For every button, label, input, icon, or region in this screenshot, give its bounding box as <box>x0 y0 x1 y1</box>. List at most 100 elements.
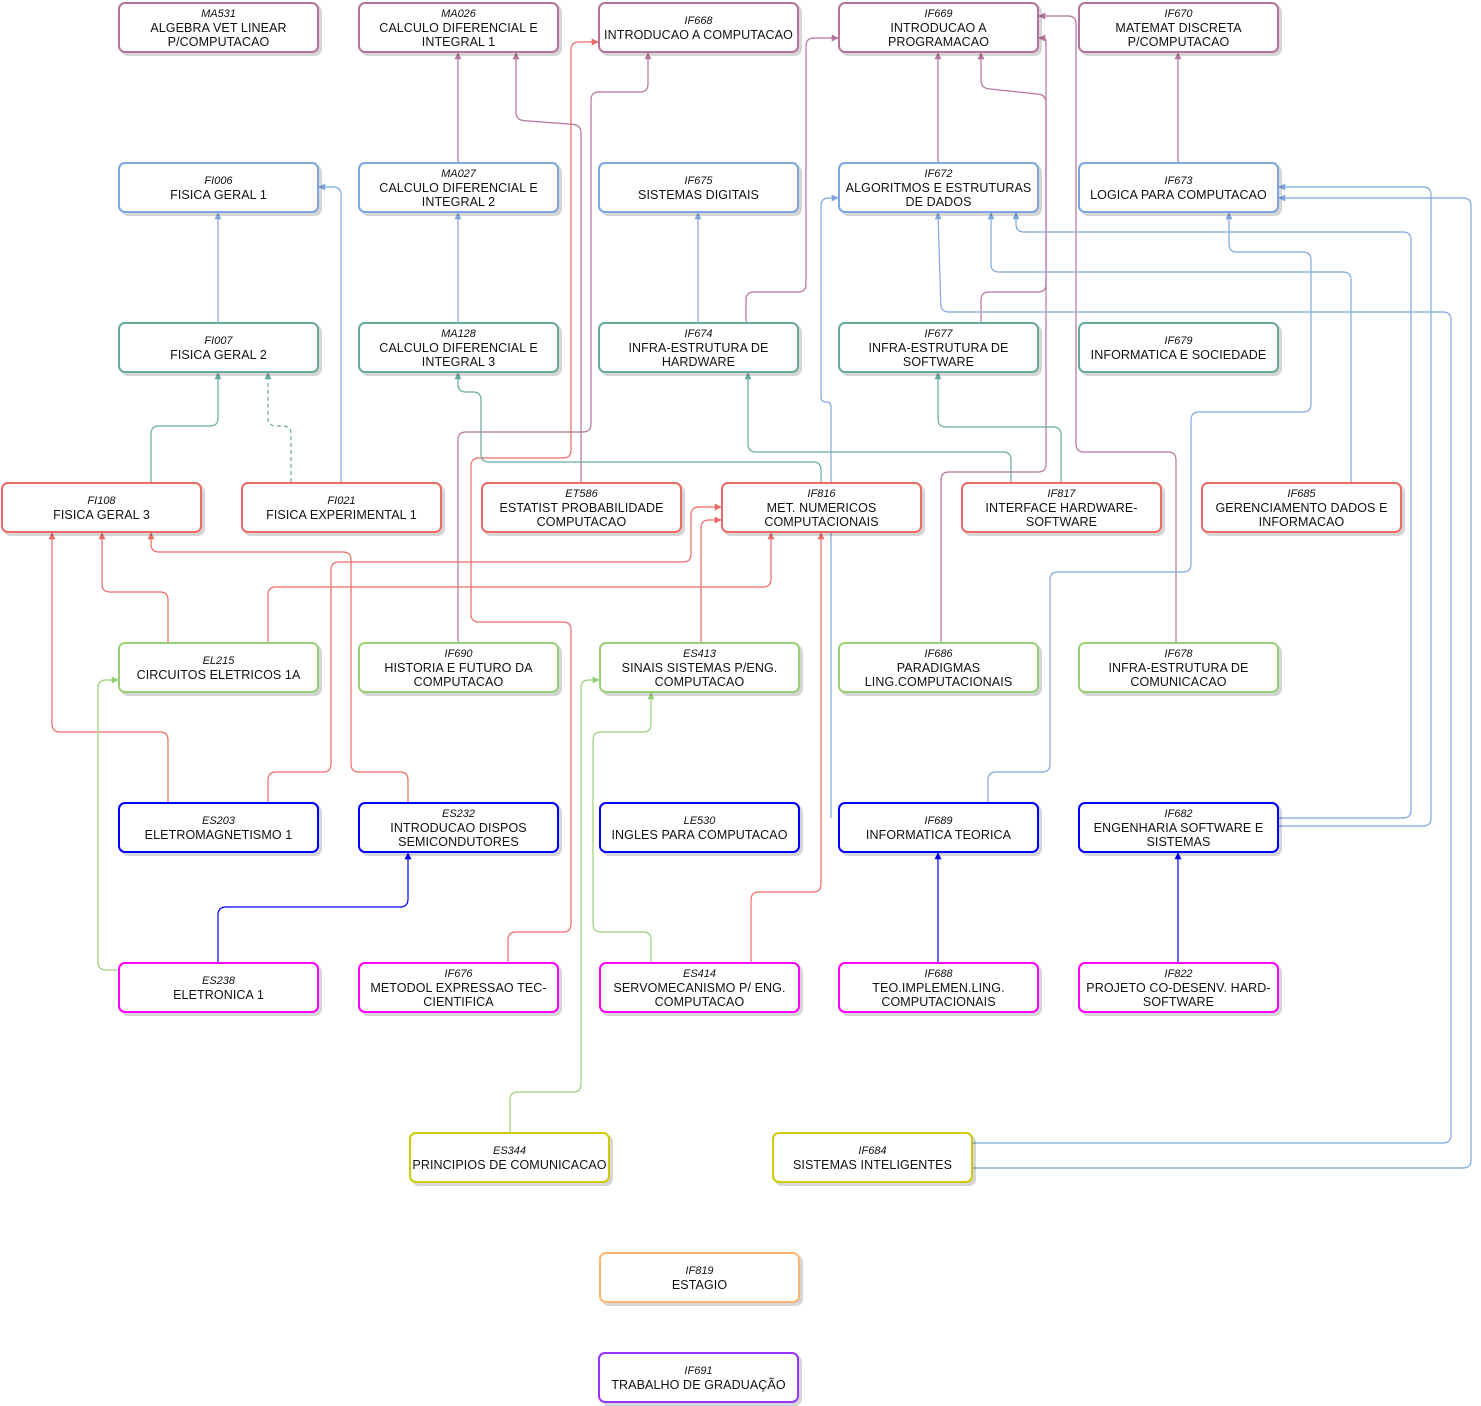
course-name: INGLES PARA COMPUTACAO <box>611 827 788 842</box>
prereq-edge-if674-to-if669 <box>745 34 839 322</box>
course-name: SERVOMECANISMO P/ ENG. COMPUTACAO <box>613 980 786 1009</box>
course-code: IF684 <box>858 1144 887 1157</box>
course-code: IF669 <box>924 7 953 20</box>
prereq-edge-el215-to-fi108 <box>98 532 169 642</box>
course-name: CALCULO DIFERENCIAL E INTEGRAL 2 <box>379 180 538 209</box>
prereq-edge-if676-to-if668 <box>470 38 599 962</box>
prereq-edge-if689-to-if672 <box>820 194 839 818</box>
course-code: IF686 <box>924 647 953 660</box>
course-name: SISTEMAS INTELIGENTES <box>792 1157 953 1172</box>
course-code: IF822 <box>1164 967 1193 980</box>
course-name: PROJETO CO-DESENV. HARD-SOFTWARE <box>1086 980 1271 1009</box>
course-code: IF817 <box>1047 487 1076 500</box>
course-name: GERENCIAMENTO DADOS E INFORMACAO <box>1215 500 1388 529</box>
prereq-edge-if684-to-if672 <box>972 194 1472 1169</box>
course-name: METODOL EXPRESSAO TEC-CIENTIFICA <box>370 980 547 1009</box>
course-name: INTRODUCAO DISPOS SEMICONDUTORES <box>390 820 527 849</box>
prereq-edge-el215-to-if816 <box>267 532 775 642</box>
prereq-edge-es232-to-fi108 <box>147 532 409 802</box>
course-code: IF689 <box>924 814 953 827</box>
course-name: ENGENHARIA SOFTWARE E SISTEMAS <box>1093 820 1264 849</box>
course-code: IF685 <box>1287 487 1316 500</box>
prereq-edge-es203-to-if816 <box>267 503 722 802</box>
course-name: FISICA EXPERIMENTAL 1 <box>266 507 417 522</box>
course-name: PRINCIPIOS DE COMUNICACAO <box>412 1157 607 1172</box>
course-name: TRABALHO DE GRADUAÇÃO <box>611 1377 786 1392</box>
course-code: IF673 <box>1164 174 1193 187</box>
course-name: MET. NUMERICOS COMPUTACIONAIS <box>764 500 879 529</box>
prereq-edge-fi108-to-fi007 <box>150 372 222 482</box>
course-code: IF675 <box>684 174 713 187</box>
course-code: ES203 <box>201 814 236 827</box>
prereq-edge-if690-to-if668 <box>457 52 652 642</box>
course-code: MA026 <box>441 7 476 20</box>
prereq-edge-if685-to-if672 <box>987 212 1352 482</box>
prereq-edge-if682-to-if672 <box>1012 212 1412 819</box>
prereq-edge-if686-to-if669 <box>940 34 1047 642</box>
course-name: INFORMATICA E SOCIEDADE <box>1090 347 1267 362</box>
course-code: FI006 <box>204 174 233 187</box>
prereq-edge-if682-to-if673 <box>1278 183 1432 827</box>
prereq-edge-fi021-to-fi006 <box>318 183 342 482</box>
course-name: INFRA-ESTRUTURA DE HARDWARE <box>628 340 769 369</box>
course-name: ESTAGIO <box>671 1277 728 1292</box>
course-code: ES232 <box>441 807 476 820</box>
course-name: SISTEMAS DIGITAIS <box>638 187 759 202</box>
course-name: HISTORIA E FUTURO DA COMPUTACAO <box>384 660 533 689</box>
course-name: CALCULO DIFERENCIAL E INTEGRAL 1 <box>379 20 538 49</box>
prereq-edge-if817-to-if677 <box>934 372 1062 482</box>
course-name: FISICA GERAL 2 <box>170 347 267 362</box>
course-name: CIRCUITOS ELETRICOS 1A <box>136 667 301 682</box>
course-name: CALCULO DIFERENCIAL E INTEGRAL 3 <box>379 340 538 369</box>
course-name: INTRODUCAO A PROGRAMACAO <box>887 20 990 49</box>
course-name: ELETROMAGNETISMO 1 <box>144 827 293 842</box>
prereq-edge-if684-to-if673 <box>934 212 1452 1144</box>
course-code: FI007 <box>204 334 233 347</box>
course-code: ES414 <box>682 967 717 980</box>
prereq-edge-es203-to-fi108 <box>48 532 169 802</box>
course-code: FI021 <box>327 494 356 507</box>
course-name: ALGORITMOS E ESTRUTURAS DE DADOS <box>845 180 1032 209</box>
prereq-edge-es238-to-el215 <box>97 676 119 971</box>
